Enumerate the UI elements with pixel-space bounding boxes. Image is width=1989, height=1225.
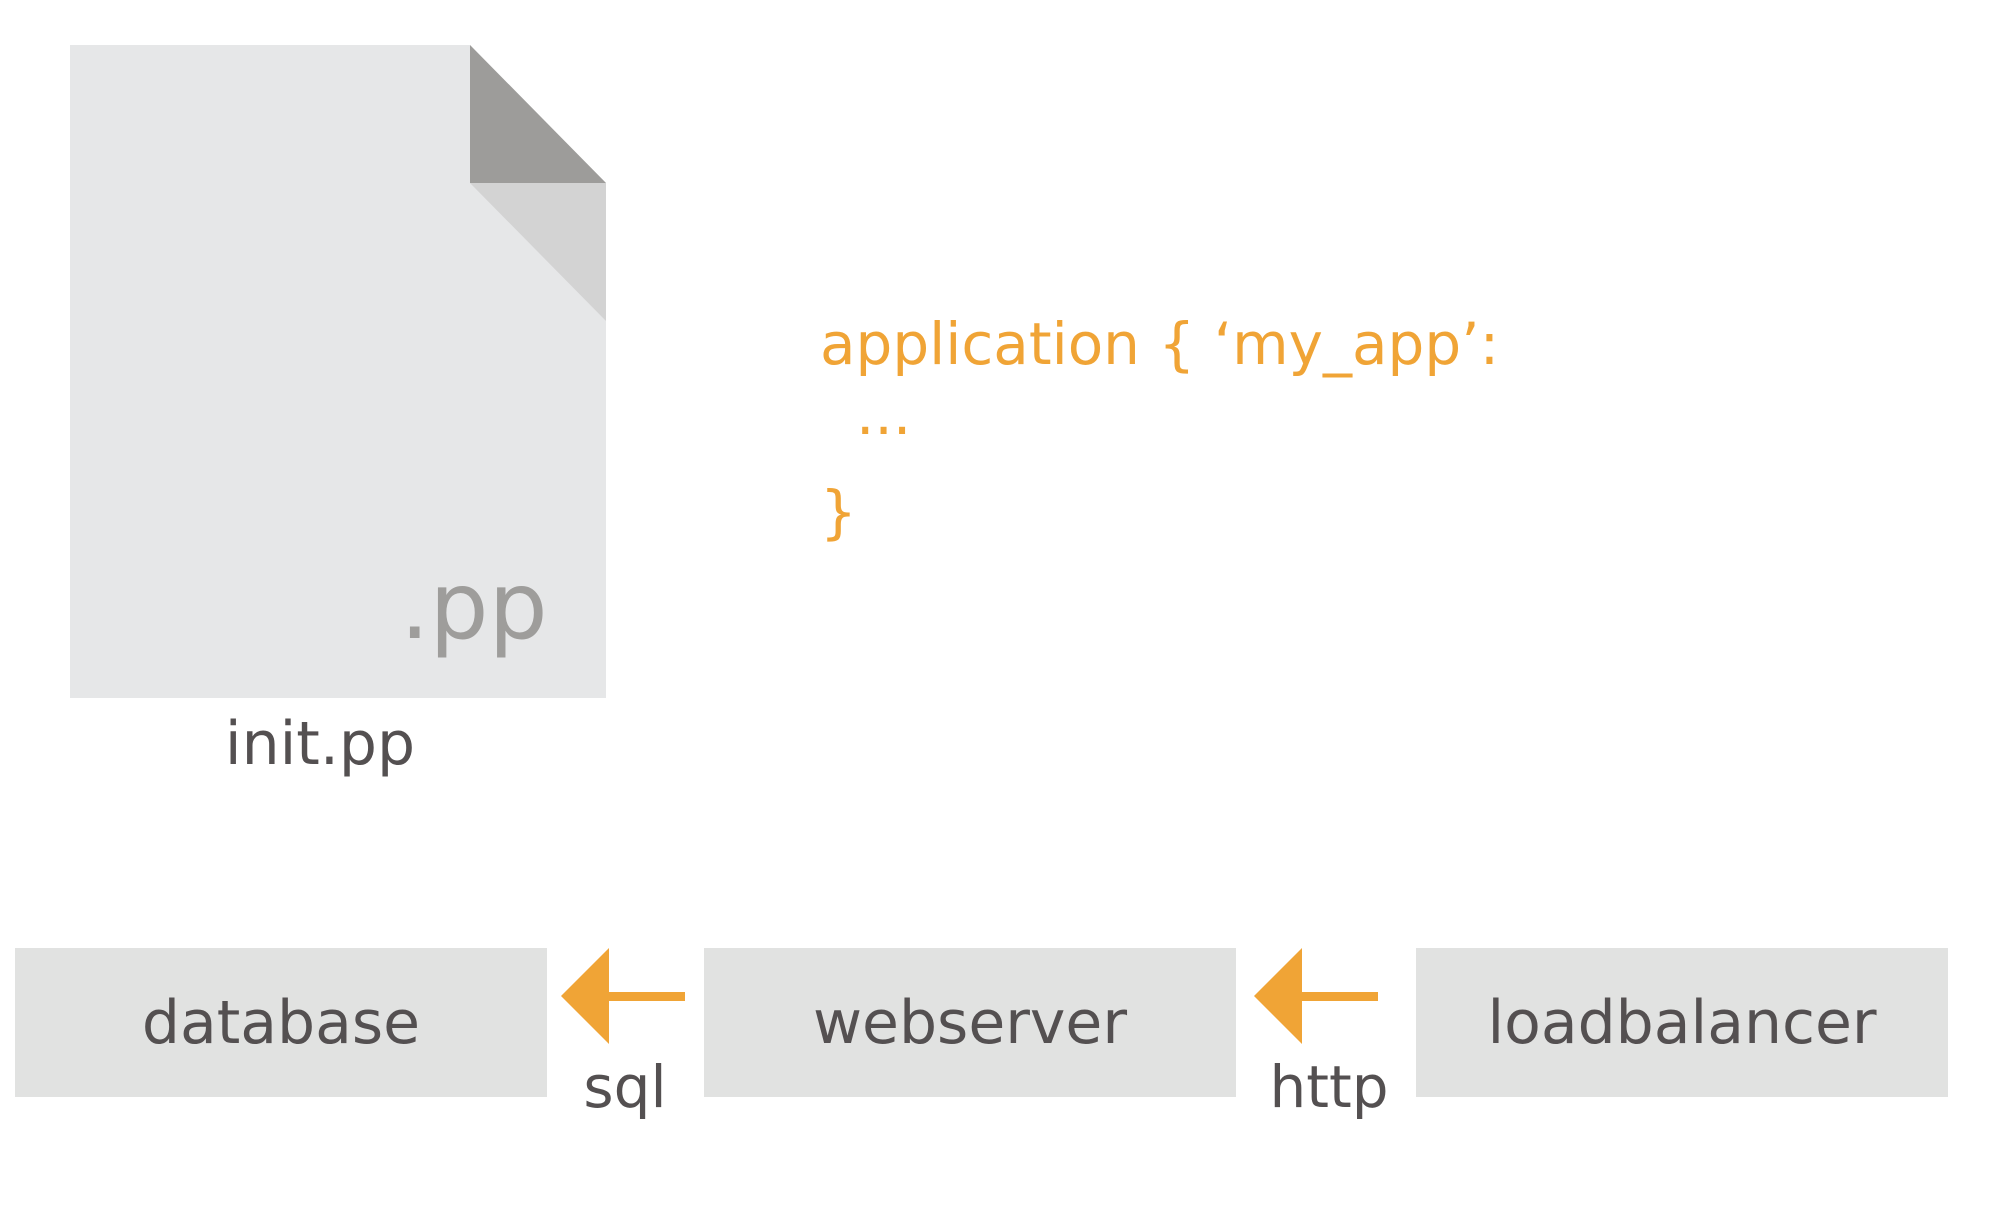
loadbalancer-node: loadbalancer <box>1416 948 1948 1097</box>
webserver-node: webserver <box>704 948 1236 1097</box>
http-edge-label: http <box>1269 1053 1389 1121</box>
file-name-label: init.pp <box>224 709 416 779</box>
sql-arrow-icon <box>561 948 685 1044</box>
file-fold-shadow <box>470 183 606 321</box>
webserver-node-label: webserver <box>812 987 1127 1058</box>
database-node: database <box>15 948 547 1097</box>
file-extension-label: .pp <box>400 552 548 660</box>
code-line: application { ‘my_app’: <box>820 310 1500 378</box>
http-arrow-icon <box>1254 948 1378 1044</box>
file-body <box>70 45 606 698</box>
code-line: ... <box>856 380 912 448</box>
sql-edge-label: sql <box>583 1053 667 1121</box>
database-node-label: database <box>141 987 421 1058</box>
file-fold-corner <box>470 45 606 183</box>
code-line: } <box>820 478 857 546</box>
loadbalancer-node-label: loadbalancer <box>1487 987 1877 1058</box>
file-icon <box>70 45 606 698</box>
